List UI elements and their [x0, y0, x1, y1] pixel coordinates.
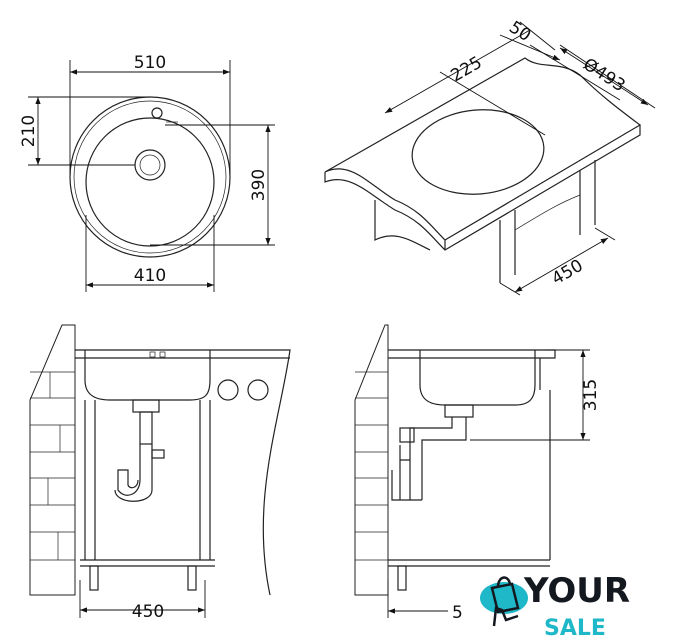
logo-text-sale: SALE — [544, 616, 606, 640]
logo-text-your: YOUR — [523, 571, 630, 611]
isometric-view: 50 225 Ø493 450 — [324, 17, 656, 296]
hand-icon — [492, 606, 519, 627]
drain-trap-icon — [114, 399, 165, 502]
dim-cabinet-iso-label: 450 — [549, 256, 587, 290]
dim-offset-label: 210 — [19, 115, 39, 147]
dim-cabinet-front-label: 450 — [132, 602, 164, 622]
drain-pipe-icon — [391, 404, 474, 501]
top-view: 510 210 390 410 — [19, 53, 275, 292]
front-view: 450 — [29, 324, 291, 622]
yoursale-logo: YOUR SALE — [480, 571, 630, 640]
tap-hole-icon — [151, 107, 163, 119]
dim-offset-side-label: 5 — [452, 603, 463, 623]
dim-width-label: 510 — [134, 53, 166, 73]
side-view: 315 5 — [354, 324, 601, 623]
drain-icon — [134, 149, 166, 181]
shopping-bag-icon — [490, 582, 520, 614]
dim-height-side-label: 315 — [581, 379, 601, 411]
overflow-icon — [149, 351, 166, 358]
dim-offset-iso-label: 225 — [448, 53, 486, 87]
dim-inner-label: 410 — [134, 266, 166, 286]
dim-height-label: 390 — [249, 169, 269, 201]
